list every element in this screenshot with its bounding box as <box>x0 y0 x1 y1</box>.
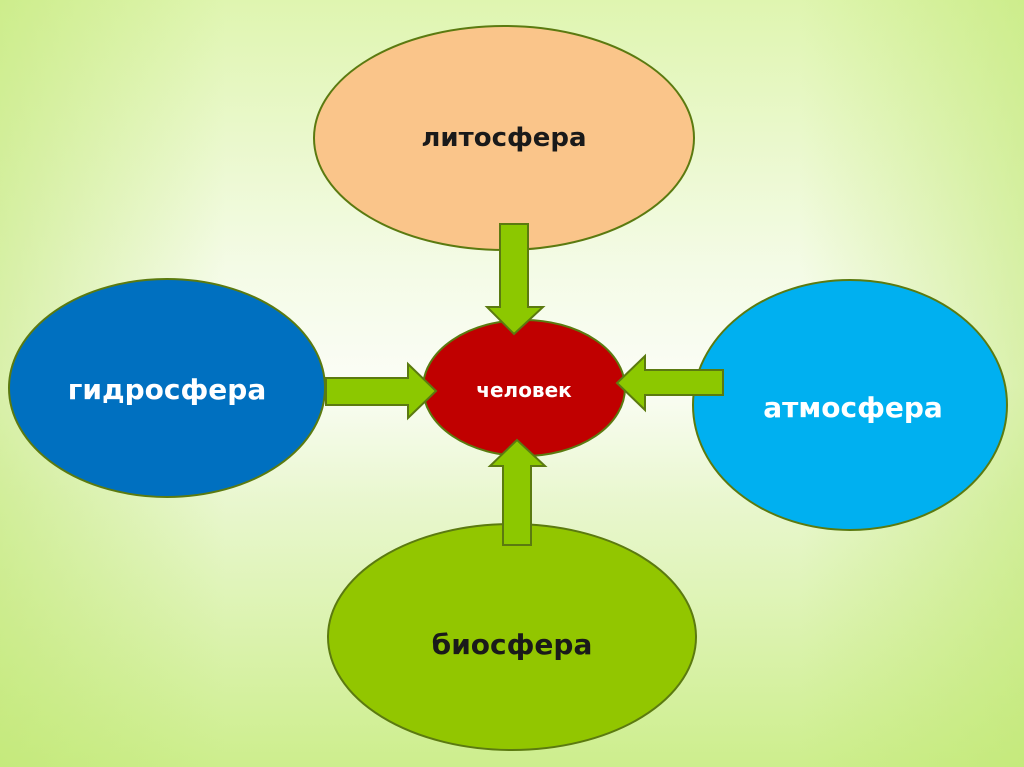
node-label: атмосфера <box>763 391 943 424</box>
center-label: человек <box>476 378 572 402</box>
node-label: гидросфера <box>68 373 266 406</box>
arrow-biosphere-to-human <box>487 438 548 546</box>
node-center-human: человек <box>422 319 626 457</box>
arrow-lithosphere-to-human <box>484 223 546 336</box>
node-label: литосфера <box>421 123 586 153</box>
arrow-hydrosphere-to-human <box>325 361 438 421</box>
node-lithosphere: литосфера <box>313 25 695 251</box>
node-biosphere: биосфера <box>327 523 697 751</box>
arrow-atmosphere-to-human <box>615 353 724 413</box>
node-hydrosphere: гидросфера <box>8 278 326 498</box>
node-label: биосфера <box>432 628 593 661</box>
node-atmosphere: атмосфера <box>692 279 1008 531</box>
